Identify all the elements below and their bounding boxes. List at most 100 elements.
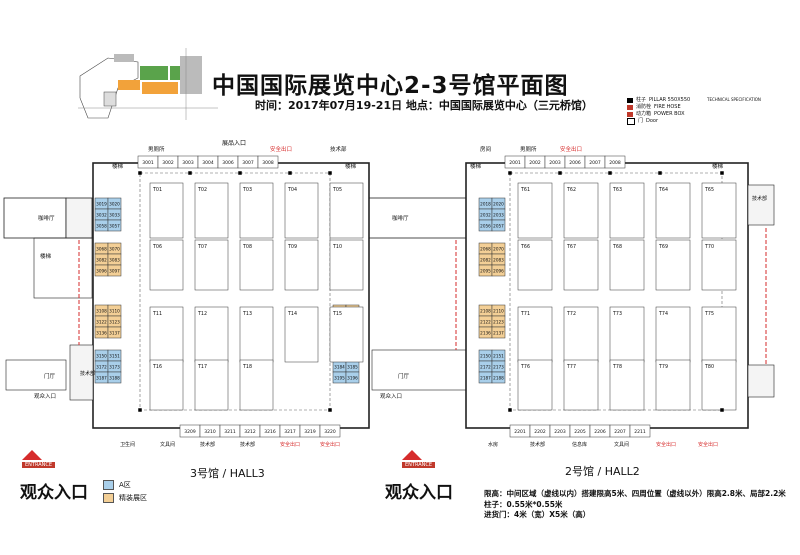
hall3-left-booth-label: 3108 (96, 309, 107, 314)
hall2-left-booth-label: 2096 (493, 269, 504, 274)
hall3-t-booth-label: T09 (287, 244, 297, 250)
hall3-left-booth-label: 3110 (109, 309, 120, 314)
hall2-left-booth-label: 2137 (493, 331, 504, 336)
hall3-t-booth-label: T16 (152, 364, 162, 370)
hall3-height-zone (139, 172, 331, 411)
hall2-bottom-booth-label: 2205 (574, 429, 586, 435)
hall2-bottom-booth-label: 2202 (534, 429, 546, 435)
hall2-bottom-booth-label: 2206 (594, 429, 606, 435)
hall3-t-booth-label: T15 (332, 311, 342, 317)
hall3-wall (92, 162, 370, 429)
hall3-t-booth (284, 182, 319, 239)
legend-power-cn: 动力箱 (636, 111, 652, 117)
hall3-right-booth (345, 371, 360, 384)
hall3-left-booth-label: 3068 (96, 247, 107, 252)
pillar-icon (658, 171, 662, 175)
hall3-t-booth-label: T12 (197, 311, 207, 317)
hall2-bottom-booth-label: 2201 (514, 429, 526, 435)
hall3-tech-label: 技术部 (330, 145, 347, 153)
hall3-t-booth (149, 182, 184, 239)
hall3-t-booth-label: T11 (152, 311, 162, 317)
middle-entrance-hall (371, 349, 467, 391)
hall2-top-booth-label: 2006 (569, 160, 581, 166)
hall2-t-booth-label: T73 (612, 311, 622, 317)
cafe-block (3, 197, 67, 239)
hall2-t-booth-label: T78 (612, 364, 622, 370)
hall2-t-booth-label: T77 (566, 364, 576, 370)
hall2-bottom-label: 安全出口 (656, 441, 676, 448)
hall2-left-booth-label: 2095 (480, 269, 491, 274)
hall2-left-booth-label: 2032 (480, 213, 491, 218)
hall3-left-booth-label: 3151 (109, 354, 120, 359)
middle-cafe-label: 咖啡厅 (392, 214, 409, 222)
hall3-left-booth-label: 3070 (109, 247, 120, 252)
hall3-left-booth-label: 3123 (109, 320, 120, 325)
hall2-toilet-label: 男厕所 (520, 145, 537, 153)
hall2-left-booth-label: 2082 (480, 258, 491, 263)
middle-cafe (368, 197, 467, 239)
deco-zone-label: 精装展区 (119, 494, 147, 502)
hall2-left-booth-label: 2150 (480, 354, 491, 359)
hall3-left-booth (107, 264, 122, 277)
hall3-bottom-booth (319, 424, 341, 438)
hall3-left-booth-label: 3137 (109, 331, 120, 336)
cafe-label: 咖啡厅 (38, 214, 55, 222)
pillar-icon (138, 408, 142, 412)
hall3-t-booth (194, 239, 229, 291)
spec-height: 限高：中间区域（虚线以内）搭建限高5米、四周位置（虚线以外）限高2.8米、局部2… (484, 489, 786, 498)
hall3-t-booth-label: T05 (332, 187, 342, 193)
hall3-right-booth-label: 3195 (334, 376, 345, 381)
hall2-t-booth (701, 239, 737, 291)
hall3-top-booth-label: 3001 (142, 160, 154, 166)
hall2-left-booth (491, 371, 506, 384)
hall2-t-booth (609, 359, 645, 411)
legend-deco-zone: 精装展区 (103, 493, 147, 503)
hall3-left-booth-label: 3188 (109, 376, 120, 381)
pillar-icon (720, 408, 724, 412)
hall3-left-booth (107, 326, 122, 339)
pillar-icon (188, 171, 192, 175)
legend-fire-en: FIRE HOSE (654, 104, 681, 110)
hall3-right-booth-label: 3184 (334, 365, 345, 370)
hall2-left-booth (491, 264, 506, 277)
hall2-t-booth-label: T70 (704, 244, 714, 250)
entrance-mark-right: ENTRANCE (402, 462, 436, 468)
pillar-icon (328, 171, 332, 175)
hall2-left-booth-label: 2188 (493, 376, 504, 381)
hall3-left-booth-label: 3058 (96, 224, 107, 229)
hall3-t-booth (239, 306, 274, 363)
door-icon (627, 118, 635, 125)
hall2-bottom-booth (629, 424, 651, 438)
hall2-t-booth (701, 306, 737, 363)
middle-audience-entrance-label: 观众入口 (380, 393, 402, 400)
hall3-left-booth-label: 3096 (96, 269, 107, 274)
pillar-icon (558, 171, 562, 175)
pillar-icon (138, 171, 142, 175)
hall2-t-booth-label: T79 (658, 364, 668, 370)
hall3-t-booth (194, 306, 229, 363)
hall2-name: 2号馆 / HALL2 (565, 465, 640, 478)
pillar-icon (508, 408, 512, 412)
hall2-left-booth-label: 2070 (493, 247, 504, 252)
hall3-t-booth (194, 359, 229, 411)
hall3-t-booth-label: T17 (197, 364, 207, 370)
hall2-t-booth (655, 359, 691, 411)
hall2-t-booth-label: T66 (520, 244, 530, 250)
hall2-t-booth (563, 359, 599, 411)
hall3-left-booth (107, 371, 122, 384)
entrance-left-arrow (22, 450, 42, 460)
hall2-bottom-booth-label: 2203 (554, 429, 566, 435)
left-tech-block (69, 344, 94, 401)
hall3-bottom-label: 安全出口 (280, 441, 300, 448)
left-tech-label: 技术部 (80, 370, 95, 377)
hall2-stair-label: 楼梯 (470, 162, 482, 170)
hall2-t-booth (655, 182, 691, 239)
hall2-left-booth-label: 2108 (480, 309, 491, 314)
hall3-top-booth-label: 3002 (162, 160, 174, 166)
pillar-icon (627, 98, 633, 103)
hall3-t-booth-label: T08 (242, 244, 252, 250)
legend-door-en: Door (646, 118, 659, 124)
